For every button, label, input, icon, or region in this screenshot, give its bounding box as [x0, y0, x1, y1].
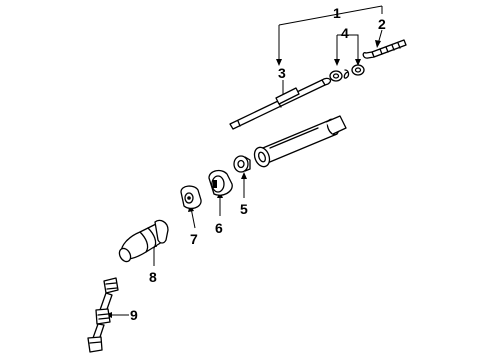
- housing-8-end: [118, 247, 132, 263]
- housing-6-bore: [211, 175, 225, 193]
- column-jacket: [253, 115, 347, 168]
- ujoint-lower-yoke: [87, 336, 103, 353]
- housing-part-7: [180, 185, 202, 210]
- ujoint-upper-yoke: [103, 277, 119, 294]
- shift-rod-hook: [321, 77, 332, 86]
- housing-6-slot: [213, 180, 217, 188]
- bearing-ring-a-hole: [332, 73, 340, 79]
- housing-8-flange: [154, 219, 169, 244]
- ujoint-middle-detail: [97, 313, 110, 320]
- leader-1a: [278, 5, 383, 26]
- shift-rod-part: [229, 77, 332, 130]
- bearing-ring-b-hole: [354, 67, 362, 73]
- housing-7-hole: [184, 192, 194, 204]
- housing-7-center: [187, 196, 191, 200]
- callout-9: 9: [130, 307, 138, 323]
- bearing-ring-a: [329, 70, 343, 82]
- arrowhead-5: [241, 172, 247, 179]
- column-tube-base: [253, 146, 271, 168]
- arrowhead-1: [276, 59, 282, 66]
- bearing-part-5: [233, 155, 251, 173]
- ujoint-lower-detail: [89, 341, 102, 344]
- bearing-rings-part: [329, 64, 365, 82]
- intermediate-housing-part-8: [118, 219, 169, 263]
- bearing-5-inner: [237, 159, 245, 169]
- callout-6: 6: [215, 220, 223, 236]
- shift-rod-body: [229, 79, 326, 130]
- housing-part-6: [208, 169, 233, 196]
- housing-7-body: [180, 185, 202, 210]
- column-tube-neck: [325, 115, 347, 135]
- retaining-spring: [343, 69, 350, 79]
- upper-shaft-splines: [379, 42, 401, 55]
- column-tube-highlight: [269, 127, 319, 149]
- bearing-5-side: [244, 156, 251, 172]
- callout-1: 1: [333, 5, 341, 21]
- callout-3: 3: [278, 65, 286, 81]
- ujoint-middle: [95, 308, 111, 325]
- arrowhead-4a: [334, 59, 340, 66]
- bearing-5-outer: [233, 155, 249, 173]
- callout-8: 8: [149, 269, 157, 285]
- bearing-ring-b: [351, 64, 365, 76]
- callout-4: 4: [341, 25, 349, 41]
- callout-2: 2: [378, 16, 386, 32]
- leader-arrowheads: [105, 40, 381, 318]
- housing-8-ridge-a: [139, 231, 149, 253]
- shift-rod-collar: [275, 87, 300, 105]
- callout-5: 5: [240, 201, 248, 217]
- column-tube-bore: [257, 151, 267, 163]
- intermediate-shaft-part-9: [87, 277, 119, 353]
- upper-shaft-yoke: [362, 51, 375, 59]
- arrowhead-2: [375, 40, 381, 48]
- leader-lines: [109, 5, 383, 316]
- arrowhead-4b: [355, 59, 361, 66]
- upper-shaft-part: [362, 39, 407, 59]
- housing-8-ridge-b: [147, 227, 157, 249]
- callout-7: 7: [190, 231, 198, 247]
- leader-4b: [337, 34, 359, 62]
- ujoint-upper-detail: [105, 282, 118, 290]
- callout-labels: 1 2 3 4 5 6 7 8 9: [130, 5, 386, 323]
